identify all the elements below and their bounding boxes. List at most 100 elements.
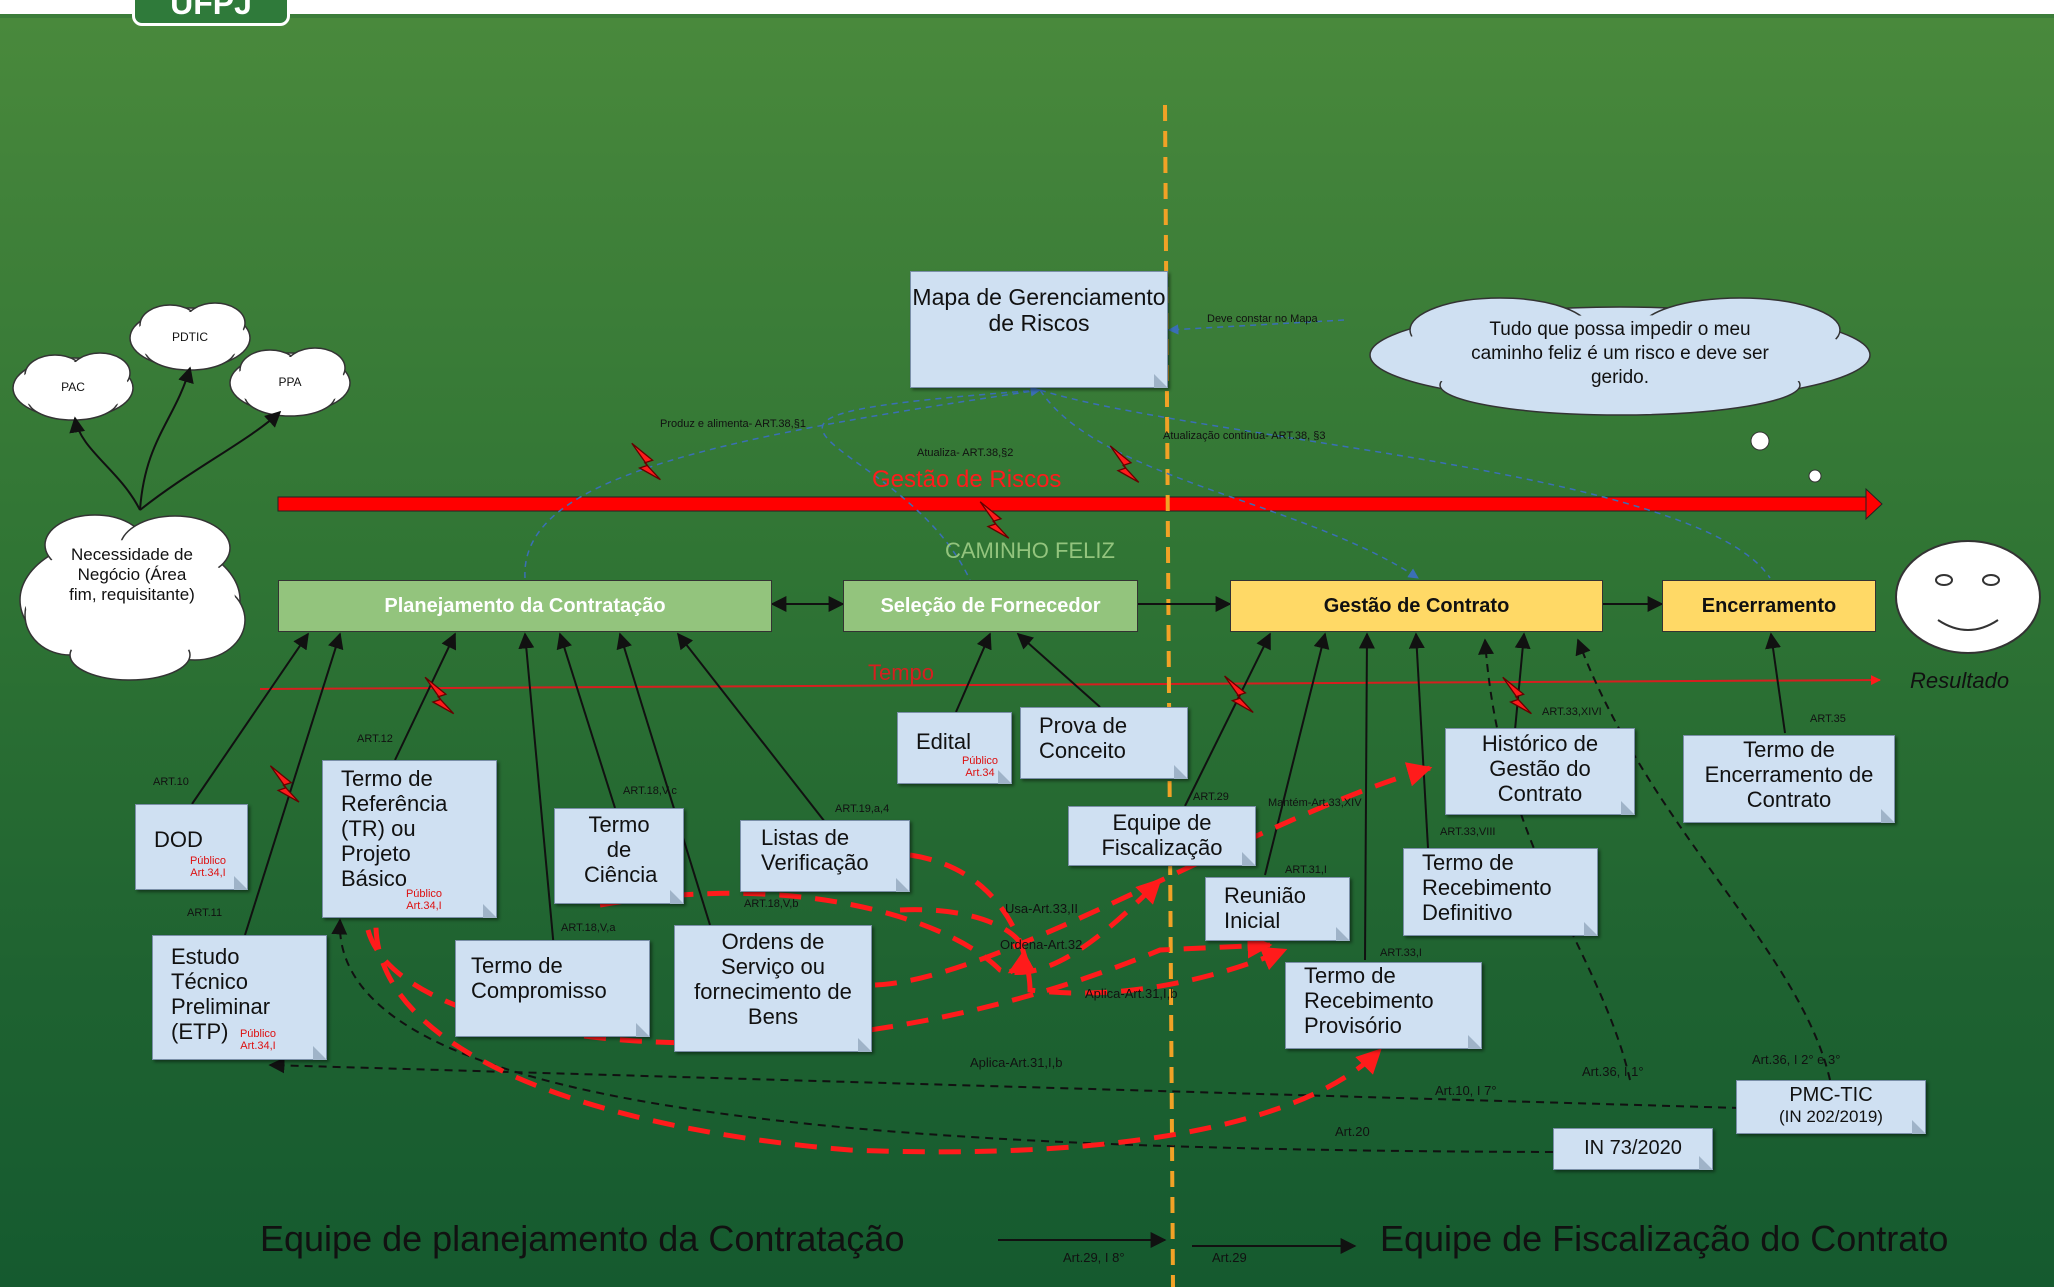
phase-gestao[interactable]: Gestão de Contrato [1230, 580, 1603, 632]
risk-management-arrow [277, 487, 1883, 521]
label-art33xivi: ART.33,XIVI [1542, 706, 1602, 718]
cloud-connectors [69, 366, 282, 511]
regulation-connectors [268, 638, 1831, 1153]
publico-dod: Público Art.34,I [189, 855, 227, 879]
label-produz: Produz e alimenta- ART.38,§1 [660, 418, 806, 430]
note-mapa-riscos[interactable]: Mapa de Gerenciamento de Riscos [910, 271, 1168, 388]
cloud-pdtic-label: PDTIC [172, 330, 208, 344]
label-atualizacao-continua: Atualização contínua- ART.38, §3 [1163, 430, 1326, 442]
note-prova-conceito-text: Prova de Conceito [1039, 713, 1128, 763]
label-art33i: ART.33,I [1380, 947, 1422, 959]
note-dod[interactable]: DOD [135, 804, 248, 890]
publico-tr: Público Art.34,I [405, 888, 443, 912]
note-termo-compromisso[interactable]: Termo de Compromisso [455, 940, 650, 1037]
cloud-ppa-label: PPA [278, 375, 302, 389]
note-equipe-fiscalizacao[interactable]: Equipe de Fiscalização [1068, 806, 1256, 866]
phase-encerramento[interactable]: Encerramento [1662, 580, 1876, 632]
label-art12: ART.12 [357, 733, 393, 745]
thought-cloud-label: Tudo que possa impedir o meu caminho fel… [1471, 319, 1769, 388]
note-historico-gestao-text: Histórico de Gestão do Contrato [1481, 731, 1599, 806]
risk-connectors [524, 319, 1771, 581]
label-art29i8: Art.29, I 8° [1063, 1250, 1125, 1265]
note-etp[interactable]: Estudo Técnico Preliminar (ETP) [152, 935, 327, 1060]
note-equipe-fiscalizacao-text: Equipe de Fiscalização [1101, 810, 1223, 860]
label-art33viii: ART.33,VIII [1440, 826, 1496, 838]
note-dod-text: DOD [154, 827, 203, 852]
note-in73[interactable]: IN 73/2020 [1553, 1128, 1713, 1170]
note-ordens-servico-text: Ordens de Serviço ou fornecimento de Ben… [694, 929, 852, 1029]
note-pmc-tic-subtext: (IN 202/2019) [1779, 1107, 1883, 1126]
note-recebimento-definitivo[interactable]: Termo de Recebimento Definitivo [1403, 848, 1598, 936]
top-bar-stripe [0, 14, 2054, 18]
label-art29-footer: Art.29 [1212, 1250, 1247, 1265]
note-mapa-riscos-text: Mapa de Gerenciamento de Riscos [912, 284, 1166, 336]
note-recebimento-provisorio[interactable]: Termo de Recebimento Provisório [1285, 962, 1482, 1049]
label-ordena: Ordena-Art.32 [1000, 937, 1083, 952]
cloud-pdtic [129, 302, 251, 371]
note-reuniao-inicial[interactable]: Reunião Inicial [1205, 877, 1350, 941]
note-in73-text: IN 73/2020 [1584, 1137, 1682, 1159]
resultado-label: Resultado [1910, 668, 2010, 693]
label-art19: ART.19,a,4 [835, 803, 890, 815]
note-reuniao-inicial-text: Reunião Inicial [1224, 883, 1306, 933]
footer-fiscalizacao-team: Equipe de Fiscalização do Contrato [1380, 1218, 1949, 1259]
note-recebimento-provisorio-text: Termo de Recebimento Provisório [1304, 963, 1434, 1038]
note-termo-ciencia-text: Termo de Ciência [584, 812, 658, 887]
note-termo-encerramento[interactable]: Termo de Encerramento de Contrato [1683, 735, 1895, 823]
cloud-ppa [229, 347, 351, 417]
note-termo-compromisso-text: Termo de Compromisso [471, 953, 607, 1003]
note-edital[interactable]: Edital [897, 712, 1012, 784]
thought-cloud [1369, 297, 1871, 483]
label-art31i: ART.31,I [1285, 864, 1327, 876]
note-historico-gestao[interactable]: Histórico de Gestão do Contrato [1445, 728, 1635, 815]
label-aplica-1: Aplica-Art.31,I,b [1085, 986, 1178, 1001]
label-usa: Usa-Art.33,II [1005, 901, 1078, 916]
red-flow-arrows [365, 762, 1433, 1155]
note-prova-conceito[interactable]: Prova de Conceito [1020, 707, 1188, 779]
note-pmc-tic[interactable]: PMC-TIC (IN 202/2019) [1736, 1080, 1926, 1134]
logo: UFPJ [132, 0, 290, 26]
note-termo-referencia-text: Termo de Referência (TR) ou Projeto Bási… [341, 766, 448, 891]
label-aplica-2: Aplica-Art.31,I,b [970, 1055, 1063, 1070]
tempo-label: Tempo [868, 660, 935, 685]
note-etp-text: Estudo Técnico Preliminar (ETP) [171, 944, 271, 1044]
phase-planejamento[interactable]: Planejamento da Contratação [278, 580, 772, 632]
label-mantem: Mantém-Art.33,XIV [1268, 797, 1362, 809]
cloud-pac [12, 352, 134, 421]
lightning-icons [269, 442, 1532, 803]
note-ordens-servico[interactable]: Ordens de Serviço ou fornecimento de Ben… [674, 925, 872, 1052]
label-art10i7: Art.10, I 7° [1435, 1083, 1497, 1098]
smiley-face-icon [1895, 540, 2041, 654]
gestao-riscos-label: Gestão de Riscos [872, 466, 1062, 493]
label-art20: Art.20 [1335, 1124, 1370, 1139]
note-termo-encerramento-text: Termo de Encerramento de Contrato [1704, 737, 1874, 812]
document-connectors [191, 632, 1786, 961]
footer-planejamento-team: Equipe de planejamento da Contratação [260, 1218, 905, 1259]
label-art36i1: Art.36, I 1° [1582, 1064, 1644, 1079]
label-deve-constar: Deve constar no Mapa [1207, 313, 1318, 325]
phase-selecao[interactable]: Seleção de Fornecedor [843, 580, 1138, 632]
label-art35: ART.35 [1810, 713, 1846, 725]
note-edital-text: Edital [916, 729, 972, 754]
cloud-pac-label: PAC [61, 380, 85, 394]
cloud-necessidade-label: Necessidade de Negócio (Área fim, requis… [69, 545, 195, 604]
note-listas-verificacao-text: Listas de Verificação [761, 825, 869, 875]
caminho-feliz-label: CAMINHO FELIZ [945, 538, 1115, 563]
note-listas-verificacao[interactable]: Listas de Verificação [740, 820, 910, 892]
note-termo-ciencia[interactable]: Termo de Ciência [554, 808, 684, 904]
label-atualiza: Atualiza- ART.38,§2 [917, 447, 1014, 459]
footer-arrows [998, 1232, 1357, 1254]
cloud-necessidade [19, 514, 246, 681]
note-recebimento-definitivo-text: Termo de Recebimento Definitivo [1422, 850, 1552, 925]
label-art10: ART.10 [153, 776, 189, 788]
label-art36i2: Art.36, I 2° e 3° [1752, 1052, 1841, 1067]
note-termo-referencia[interactable]: Termo de Referência (TR) ou Projeto Bási… [322, 760, 497, 918]
note-pmc-tic-text: PMC-TIC [1789, 1084, 1873, 1106]
label-art11: ART.11 [187, 907, 223, 919]
top-bar [0, 0, 2054, 14]
label-art18va: ART.18,V,a [561, 922, 616, 934]
label-art18vc: ART.18,V,c [623, 785, 677, 797]
publico-etp: Público Art.34,I [239, 1028, 277, 1052]
